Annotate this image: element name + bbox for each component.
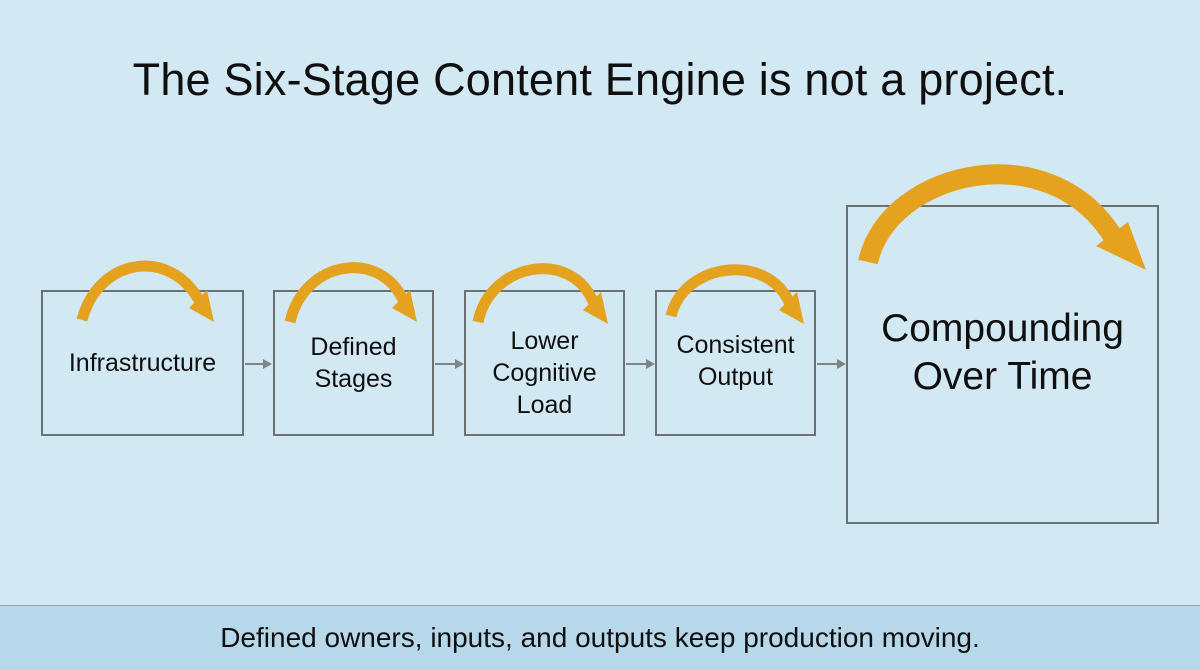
- right-arrow-icon: [837, 359, 846, 369]
- stage-label: Infrastructure: [68, 349, 217, 377]
- page-title: The Six-Stage Content Engine is not a pr…: [132, 54, 1068, 105]
- footer-banner: Defined owners, inputs, and outputs keep…: [0, 605, 1200, 670]
- stage-box-infrastructure: Infrastructure: [41, 290, 244, 436]
- right-arrow-icon: [646, 359, 655, 369]
- right-arrow-icon: [455, 359, 464, 369]
- right-arrow-icon: [263, 359, 272, 369]
- footer-text: Defined owners, inputs, and outputs keep…: [220, 622, 980, 653]
